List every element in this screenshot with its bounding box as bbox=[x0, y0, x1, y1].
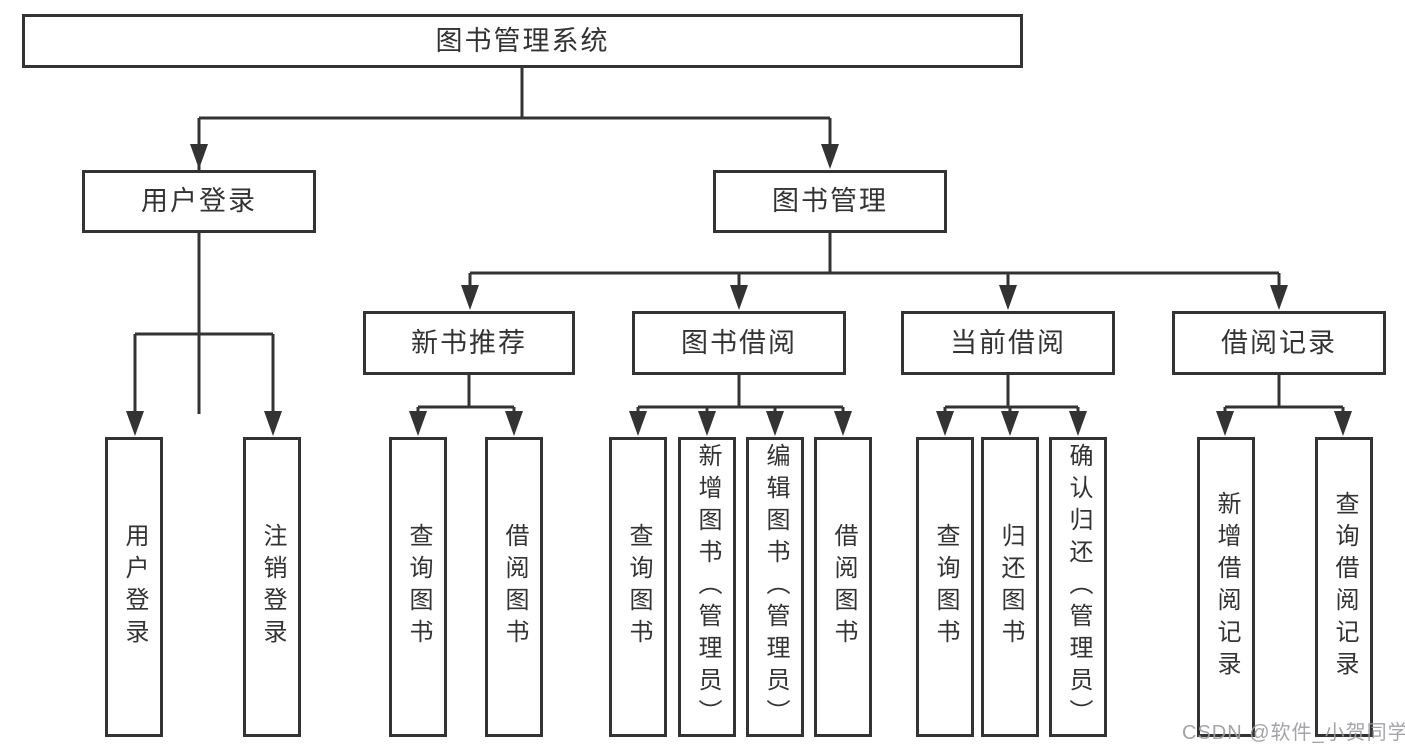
leaf-bb-query-book: 查询图书 bbox=[609, 437, 667, 737]
leaf-user-login: 用户登录 bbox=[105, 437, 163, 737]
connector-book-management bbox=[468, 233, 1281, 289]
leaf-bb-add-book-admin: 新增图书（管理员） bbox=[678, 437, 736, 737]
leaf-br-query-borrow-record: 查询借阅记录 bbox=[1315, 437, 1373, 737]
leaf-nbr-borrow-book: 借阅图书 bbox=[485, 437, 543, 737]
connector-book-borrow bbox=[636, 375, 845, 414]
connector-borrow-records bbox=[1223, 375, 1345, 414]
node-book-management: 图书管理 bbox=[713, 170, 947, 233]
connector-user-login bbox=[133, 233, 275, 414]
connector-current-borrow bbox=[943, 375, 1080, 414]
csdn-watermark: CSDN @软件_小贺同学 bbox=[1182, 722, 1405, 744]
leaf-logout: 注销登录 bbox=[243, 437, 301, 737]
leaf-cb-confirm-return-admin: 确认归还（管理员） bbox=[1049, 437, 1107, 737]
connector-root bbox=[197, 68, 832, 414]
leaf-nbr-query-book: 查询图书 bbox=[389, 437, 447, 737]
leaf-bb-edit-book-admin: 编辑图书（管理员） bbox=[746, 437, 804, 737]
node-user-login: 用户登录 bbox=[82, 170, 316, 233]
node-library-management-system: 图书管理系统 bbox=[22, 14, 1023, 68]
leaf-bb-borrow-book: 借阅图书 bbox=[814, 437, 872, 737]
connector-new-book-recommend bbox=[416, 375, 516, 414]
leaf-br-add-borrow-record: 新增借阅记录 bbox=[1197, 437, 1255, 737]
node-new-book-recommend: 新书推荐 bbox=[363, 311, 575, 375]
node-borrow-records: 借阅记录 bbox=[1172, 311, 1386, 375]
node-current-borrow: 当前借阅 bbox=[901, 311, 1115, 375]
arrowheads bbox=[126, 144, 1352, 436]
leaf-cb-return-book: 归还图书 bbox=[981, 437, 1039, 737]
node-book-borrow: 图书借阅 bbox=[632, 311, 846, 375]
leaf-cb-query-book: 查询图书 bbox=[916, 437, 974, 737]
